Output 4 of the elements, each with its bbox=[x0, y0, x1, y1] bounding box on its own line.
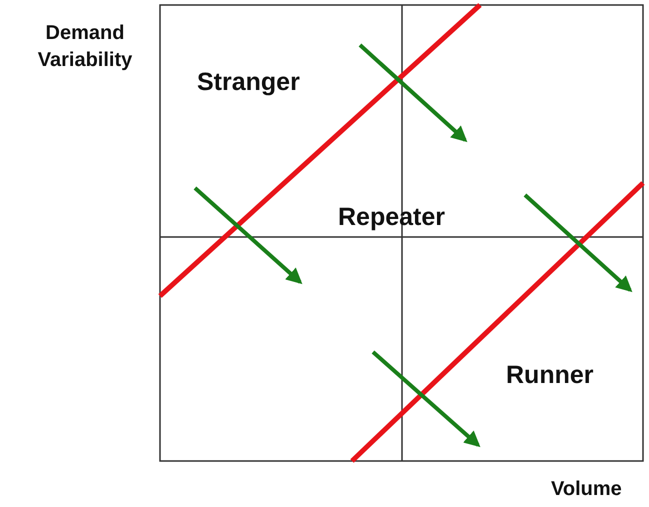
quadrant-label: Runner bbox=[506, 361, 594, 390]
axis-label: Demand Variability bbox=[36, 21, 134, 73]
quadrant-label: Stranger bbox=[197, 68, 300, 97]
axis-label: Volume bbox=[551, 478, 622, 501]
